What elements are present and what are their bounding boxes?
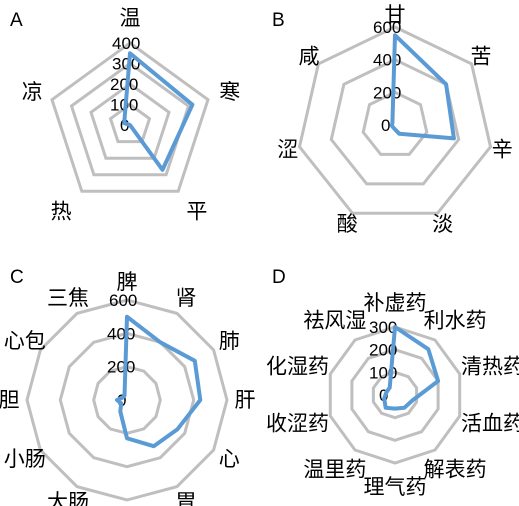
category-label: 甘: [385, 3, 406, 27]
tick-label: 0: [381, 116, 390, 135]
tick-label: 600: [373, 18, 401, 37]
tick-label: 300: [112, 55, 140, 74]
category-label: 活血药: [461, 411, 519, 435]
grid-ring: [371, 370, 419, 420]
category-label: 胃: [176, 490, 197, 506]
category-label: 化湿药: [266, 355, 329, 379]
series-line: [382, 325, 441, 411]
panel-letter: B: [272, 10, 285, 31]
category-label: 肺: [219, 329, 240, 353]
category-label: 咸: [299, 44, 320, 68]
category-label: 胆: [0, 388, 20, 412]
category-label: 温里药: [303, 457, 366, 481]
category-label: 心: [219, 447, 240, 471]
radar-chart-c: C0200400600脾肾肺肝心胃膀胱大肠小肠胆心包三焦: [0, 267, 256, 506]
tick-label: 400: [112, 34, 140, 53]
category-label: 收涩药: [266, 411, 329, 435]
tick-label: 200: [373, 83, 401, 102]
category-label: 利水药: [424, 309, 487, 333]
grid-ring: [328, 325, 462, 465]
tick-label: 300: [369, 318, 397, 337]
panel-letter: A: [10, 10, 23, 31]
category-label: 三焦: [47, 286, 89, 310]
category-label: 辛: [492, 138, 513, 162]
tick-label: 0: [120, 116, 129, 135]
grid-ring: [69, 61, 191, 177]
grid-ring: [297, 25, 493, 215]
tick-label: 200: [369, 341, 397, 360]
grid-ring: [108, 102, 152, 144]
grid-ring: [350, 348, 440, 442]
category-label: 肝: [235, 388, 256, 412]
tick-label: 200: [107, 358, 135, 377]
panel-letter: D: [272, 267, 286, 288]
category-label: 热: [51, 200, 72, 224]
series-line: [115, 314, 203, 449]
category-label: 解表药: [424, 457, 487, 481]
category-label: 小肠: [4, 447, 46, 471]
category-label: 清热药: [461, 355, 519, 379]
tick-label: 400: [107, 324, 135, 343]
tick-label: 400: [373, 51, 401, 70]
category-label: 祛风湿: [303, 309, 366, 333]
category-label: 肾: [176, 286, 197, 310]
category-label: 脾: [117, 270, 138, 294]
tick-label: 200: [110, 75, 138, 94]
category-label: 大肠: [47, 490, 89, 506]
grid-ring: [25, 298, 229, 502]
category-label: 涩: [277, 138, 298, 162]
tick-label: 0: [117, 391, 126, 410]
category-label: 温: [120, 6, 141, 30]
radar-chart-d: D0100200300补虚药利水药清热药活血药解表药理气药温里药收涩药化湿药祛风…: [266, 267, 519, 499]
panel-letter: C: [10, 267, 24, 288]
category-label: 心包: [4, 329, 46, 353]
category-label: 平: [186, 200, 207, 224]
category-label: 理气药: [364, 475, 427, 499]
category-label: 补虚药: [364, 291, 427, 315]
grid-ring: [58, 331, 196, 469]
grid-ring: [89, 82, 171, 160]
category-label: 寒: [219, 80, 240, 104]
category-label: 凉: [22, 80, 43, 104]
category-label: 苦: [471, 44, 492, 68]
category-label: 酸: [337, 212, 358, 236]
tick-label: 600: [109, 291, 137, 310]
series-line: [389, 33, 456, 141]
grid-ring: [361, 90, 429, 156]
series-line: [122, 51, 195, 172]
grid-ring: [50, 41, 210, 193]
category-label: 淡: [432, 212, 453, 236]
